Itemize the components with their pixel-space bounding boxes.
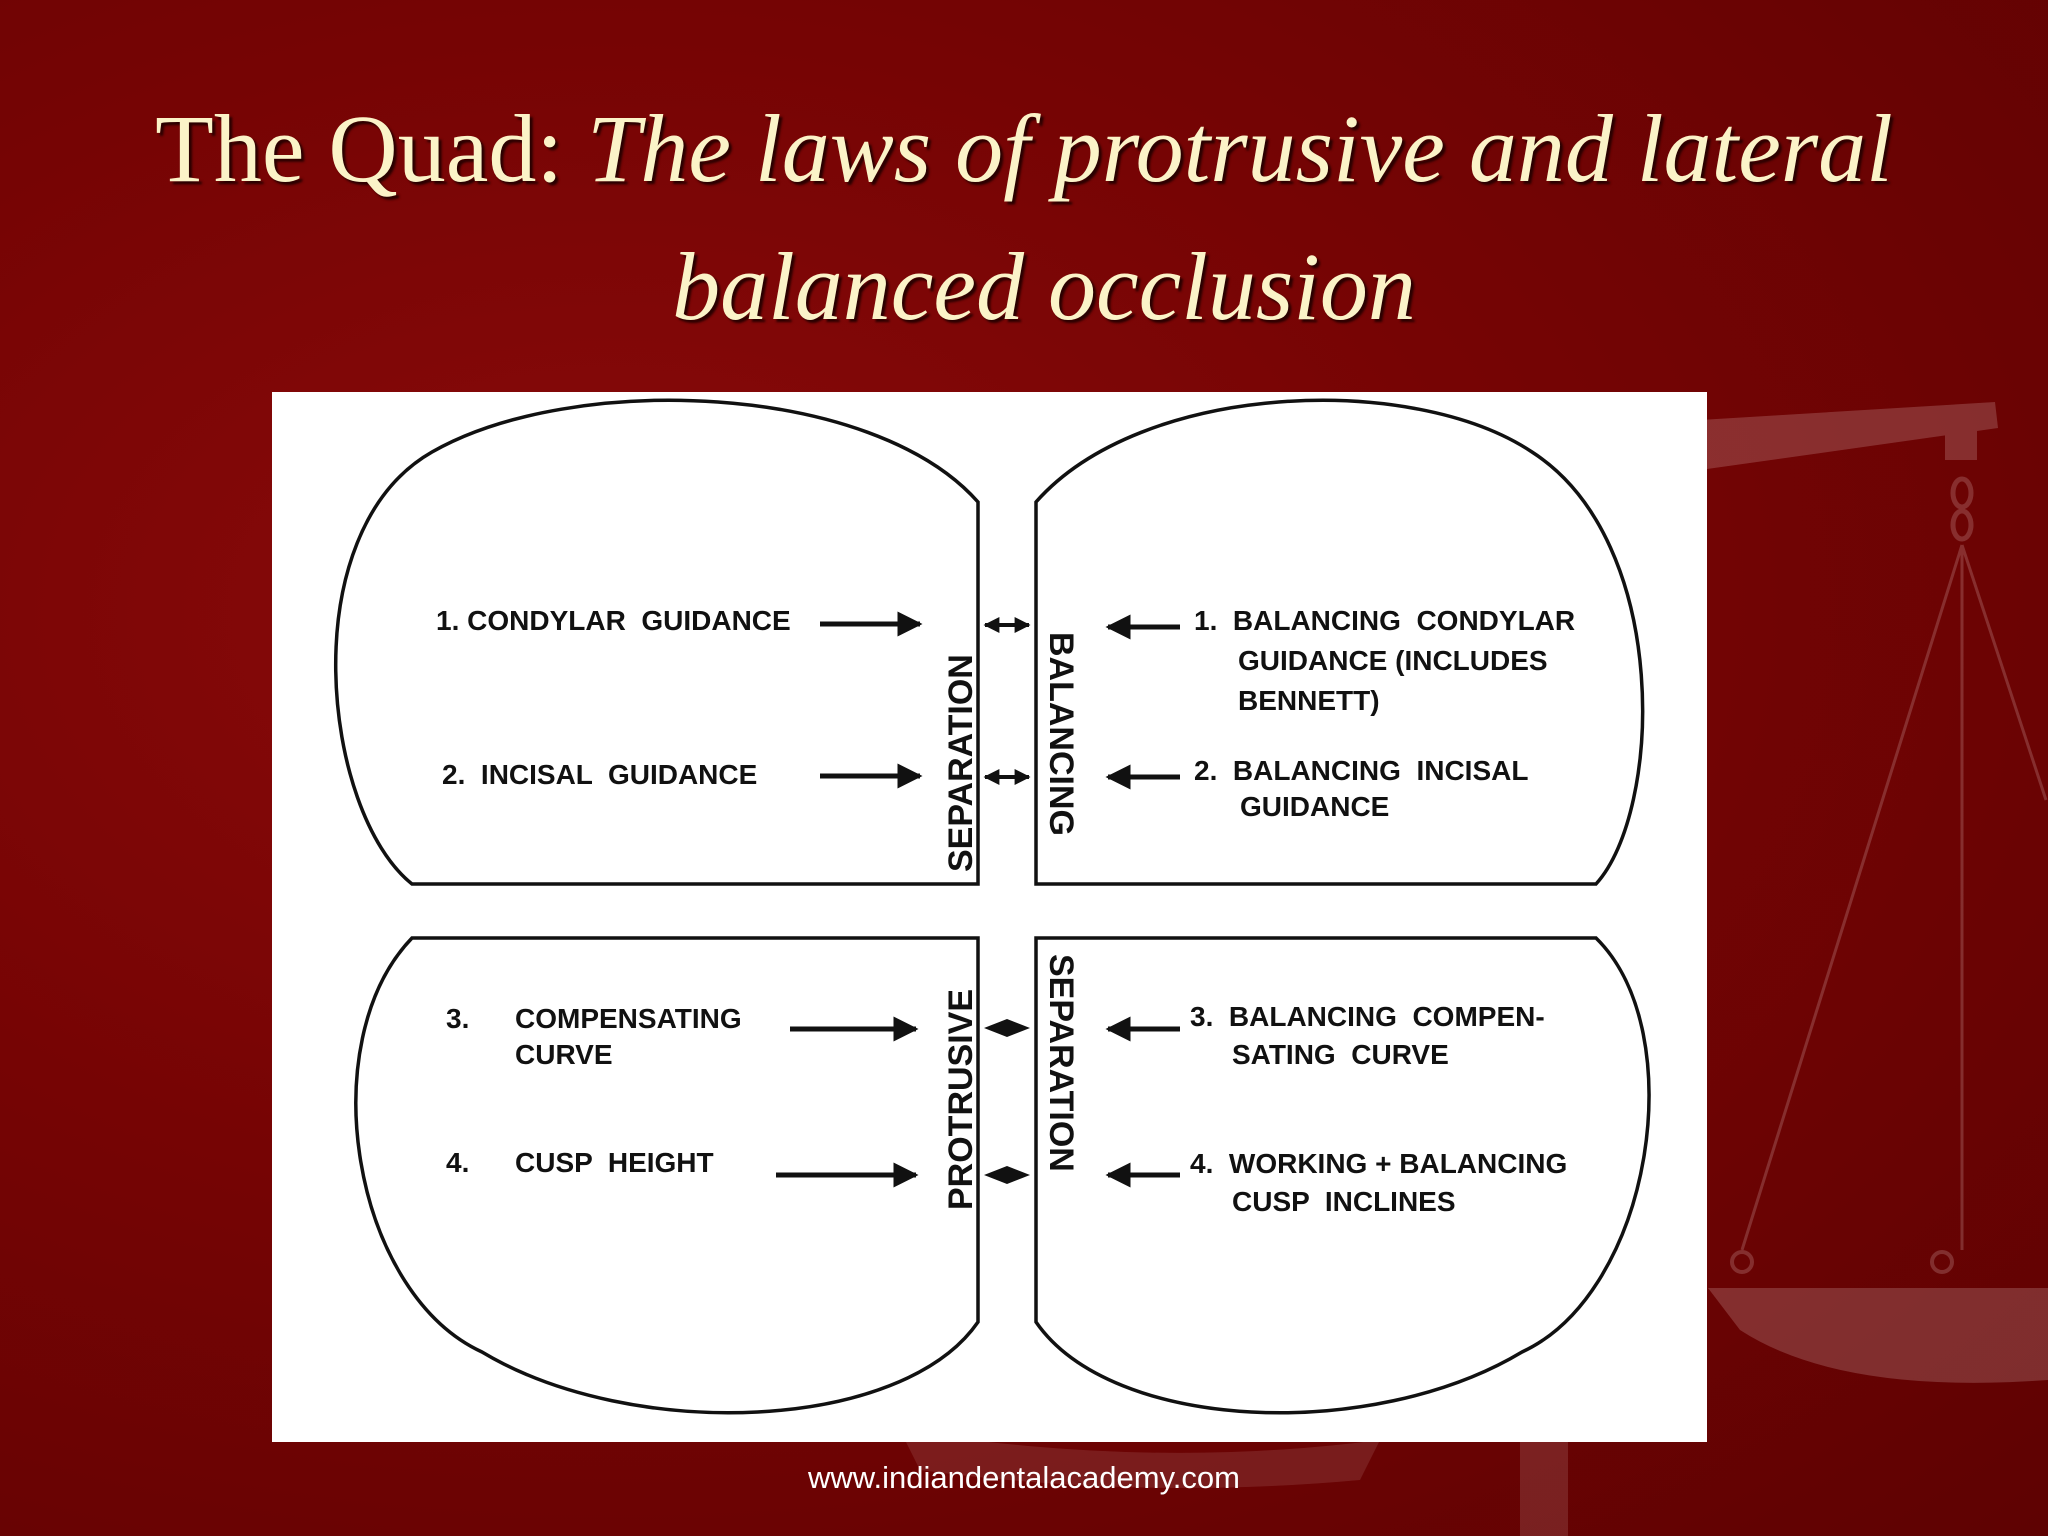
converging-arrows-bottom-1	[984, 1019, 1007, 1037]
slide-title: The Quad: The laws of protrusive and lat…	[0, 80, 2048, 356]
footer-url: www.indiandentalacademy.com	[808, 1460, 1240, 1495]
quad-shape-bottom-right	[1034, 936, 1651, 1415]
item-4-number: 4.	[446, 1147, 469, 1178]
quad-diagram: 1. CONDYLAR GUIDANCE 2. INCISAL GUIDANCE…	[334, 398, 1651, 1415]
balancing-condylar-guidance-label: 1. BALANCING CONDYLAR GUIDANCE (INCLUDES…	[1194, 605, 1645, 716]
quad-shape-top-left	[334, 398, 980, 886]
balancing-side-label: BALANCING	[1042, 632, 1080, 836]
converging-arrows-bottom-2b	[1007, 1166, 1030, 1184]
incisal-guidance-label: 2. INCISAL GUIDANCE	[442, 759, 757, 790]
converging-arrows-bottom-2	[984, 1166, 1007, 1184]
quad-shape-bottom-left	[354, 936, 980, 1415]
working-balancing-cusp-inclines-label: 4. WORKING + BALANCING CUSP INCLINES	[1190, 1148, 1637, 1217]
title-italic-line-1: The laws of protrusive and lateral	[587, 95, 1893, 202]
separation-side-label-bottom: SEPARATION	[1042, 954, 1080, 1172]
protrusive-side-label: PROTRUSIVE	[942, 989, 980, 1210]
title-italic-line-2: balanced occlusion	[672, 233, 1416, 340]
item-3-number: 3.	[446, 1003, 469, 1034]
separation-side-label-top: SEPARATION	[942, 654, 980, 872]
cusp-height-label: CUSP HEIGHT	[515, 1147, 714, 1178]
quad-diagram-panel: 1. CONDYLAR GUIDANCE 2. INCISAL GUIDANCE…	[272, 392, 1707, 1442]
compensating-curve-label: COMPENSATING CURVE	[515, 1003, 749, 1070]
balancing-incisal-guidance-label: 2. BALANCING INCISAL GUIDANCE	[1194, 755, 1598, 822]
balancing-compensating-curve-label: 3. BALANCING COMPEN- SATING CURVE	[1190, 1001, 1615, 1070]
converging-arrows-bottom-1b	[1007, 1019, 1030, 1037]
title-lead: The Quad:	[155, 95, 564, 202]
condylar-guidance-label: 1. CONDYLAR GUIDANCE	[436, 605, 791, 636]
quad-shape-top-right	[1034, 398, 1645, 886]
